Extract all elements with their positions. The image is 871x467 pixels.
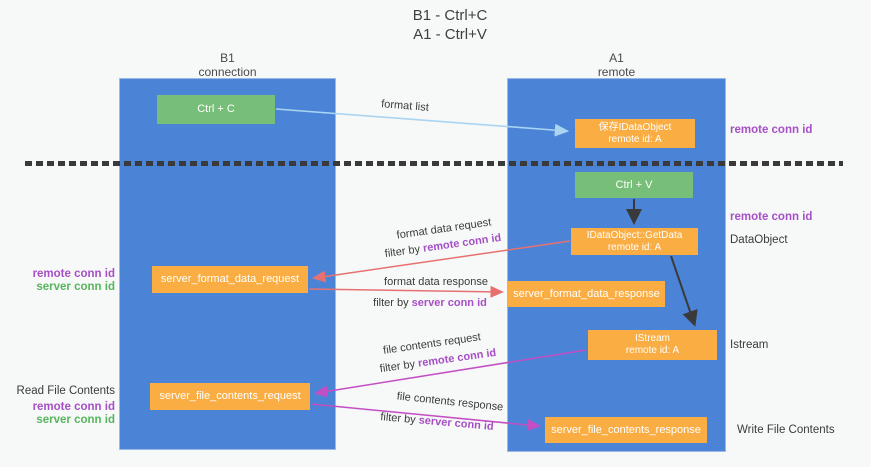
- node-server-format-data-request: server_format_data_request: [152, 266, 308, 293]
- node-server-file-contents-response-label: server_file_contents_response: [551, 423, 701, 436]
- filter-prefix: filter by: [384, 242, 424, 261]
- annotation-left-remote-conn-id-2: remote conn id: [32, 401, 115, 413]
- node-ctrl-c: Ctrl + C: [157, 95, 275, 124]
- node-istream-line2: remote id: A: [625, 345, 680, 356]
- node-istream: IStream remote id: A: [588, 330, 717, 360]
- filter-prefix: filter by: [379, 357, 419, 376]
- annotation-read-file-contents: Read File Contents: [16, 385, 115, 397]
- node-save-idataobject: 保存IDataObject remote id: A: [575, 119, 695, 148]
- annotation-write-file-contents: Write File Contents: [737, 424, 835, 436]
- filter-key-server: server conn id: [418, 414, 495, 433]
- annotation-left-server-conn-id-2: server conn id: [36, 414, 115, 426]
- node-server-file-contents-request: server_file_contents_request: [150, 383, 310, 410]
- filter-prefix: filter by: [373, 297, 412, 309]
- node-istream-line1: IStream: [634, 333, 670, 344]
- annotation-dataobject: DataObject: [730, 234, 788, 246]
- lane-left-subtitle: connection: [198, 65, 257, 79]
- annotation-right-remote-conn-id-2: remote conn id: [730, 211, 813, 223]
- arrow-format-data-response: [308, 285, 504, 298]
- node-ctrl-v: Ctrl + V: [575, 172, 693, 198]
- node-server-file-contents-request-label: server_file_contents_request: [159, 390, 301, 402]
- node-idataobject-getdata-line2: remote id: A: [607, 241, 662, 253]
- node-idataobject-getdata-line1: IDataObject::GetData: [586, 229, 683, 241]
- filter-key-server: server conn id: [411, 297, 487, 309]
- title-line-1: B1 - Ctrl+C: [412, 7, 488, 24]
- annotation-left-server-conn-id-1: server conn id: [36, 281, 115, 293]
- node-server-format-data-request-label: server_format_data_request: [160, 273, 300, 285]
- label-format-data-response: format data response: [384, 276, 488, 288]
- dashed-separator: [25, 161, 843, 166]
- node-server-format-data-response-label: server_format_data_response: [513, 287, 660, 300]
- annotation-right-remote-conn-id-1: remote conn id: [730, 124, 813, 136]
- node-server-file-contents-response: server_file_contents_response: [545, 417, 707, 443]
- label-filter-server-1: filter by server conn id: [373, 297, 487, 309]
- annotation-istream: Istream: [730, 339, 769, 351]
- label-file-contents-response: file contents response: [396, 390, 504, 414]
- node-save-idataobject-line2: remote id: A: [608, 133, 662, 145]
- node-server-format-data-response: server_format_data_response: [508, 281, 665, 307]
- node-idataobject-getdata: IDataObject::GetData remote id: A: [571, 228, 698, 255]
- node-save-idataobject-line1: 保存IDataObject: [598, 121, 672, 133]
- lane-header-right: A1 remote: [507, 51, 726, 79]
- lane-right-title: A1: [609, 51, 624, 65]
- filter-prefix: filter by: [379, 411, 420, 427]
- label-filter-server-2: filter by server conn id: [380, 411, 494, 433]
- label-format-list: format list: [380, 98, 430, 114]
- lane-right-subtitle: remote: [597, 65, 636, 79]
- title-line-2: A1 - Ctrl+V: [413, 26, 487, 43]
- lane-header-left: B1 connection: [119, 51, 336, 79]
- node-ctrl-c-label: Ctrl + C: [197, 103, 235, 115]
- node-ctrl-v-label: Ctrl + V: [615, 178, 653, 191]
- annotation-left-remote-conn-id-1: remote conn id: [32, 268, 115, 280]
- diagram-title: B1 - Ctrl+C A1 - Ctrl+V: [413, 6, 488, 44]
- lane-left-title: B1: [220, 51, 235, 65]
